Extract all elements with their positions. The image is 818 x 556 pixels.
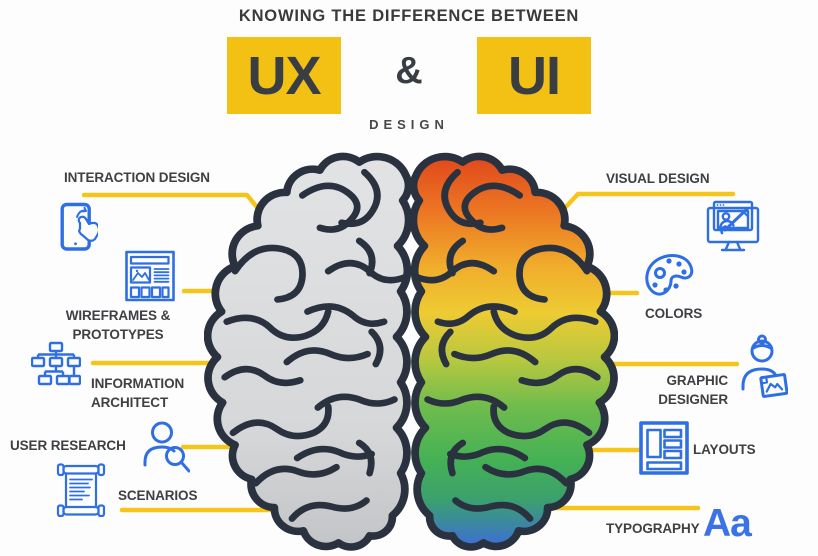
- label-wireframes-prototypes: WIREFRAMES & PROTOTYPES: [65, 308, 171, 342]
- label-interaction-design: INTERACTION DESIGN: [64, 170, 210, 185]
- brain-illustration: [204, 150, 618, 554]
- label-user-research: USER RESEARCH: [10, 438, 126, 453]
- designer-person-icon: [741, 334, 788, 398]
- ui-badge-label: UI: [508, 45, 561, 106]
- title-kicker: KNOWING THE DIFFERENCE BETWEEN: [238, 7, 580, 25]
- sitemap-icon: [31, 341, 81, 386]
- user-magnifier-icon: [143, 421, 190, 473]
- label-graphic-designer: GRAPHIC DESIGNER: [658, 373, 728, 407]
- ampersand: &: [395, 50, 423, 92]
- scroll-icon: [56, 463, 106, 517]
- label-layouts: LAYOUTS: [693, 442, 756, 457]
- label-visual-design: VISUAL DESIGN: [606, 171, 710, 186]
- layout-grid-icon: [639, 421, 689, 475]
- typography-specimen: Aa: [703, 502, 752, 545]
- ui-badge: UI: [477, 37, 591, 114]
- label-colors: COLORS: [645, 306, 703, 321]
- label-information-architect: INFORMATION ARCHITECT: [91, 376, 185, 410]
- label-scenarios: SCENARIOS: [118, 488, 198, 503]
- label-typography: TYPOGRAPHY: [606, 521, 700, 536]
- subtitle-design: DESIGN: [369, 117, 449, 132]
- brain-right-hemisphere: [413, 156, 614, 547]
- tablet-touch-icon: [60, 202, 98, 251]
- ux-badge-label: UX: [247, 45, 321, 106]
- palette-icon: [645, 254, 694, 296]
- brain-left-hemisphere: [208, 156, 409, 547]
- ux-badge: UX: [227, 37, 341, 114]
- wireframe-icon: [125, 250, 175, 302]
- monitor-paintbrush-icon: [706, 200, 760, 252]
